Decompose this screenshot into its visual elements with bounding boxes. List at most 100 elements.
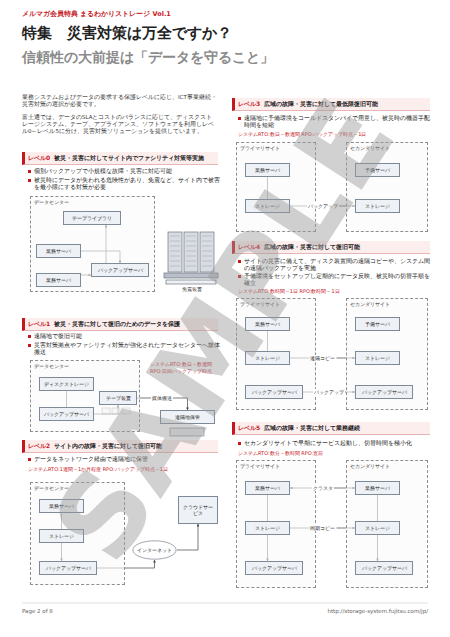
frame-heading: セカンダリサイト — [350, 145, 390, 151]
node-text: ストレージ — [255, 355, 280, 361]
footer-url: http://storage-system.fujitsu.com/jp/ — [280, 608, 428, 615]
device-box: ストレージ — [245, 199, 290, 213]
node-text: バックアップサーバ — [44, 411, 89, 417]
site-frame: セカンダリサイト業務サーバストレージバックアップサーバ — [346, 460, 428, 588]
level-header-bar: レベル1 被災・災害に対して復旧のためのデータを保護 — [22, 318, 218, 331]
level-tag: レベル1 — [28, 320, 50, 327]
node-text: 業務サーバ — [365, 485, 390, 491]
device-box: 業務サーバ — [245, 317, 290, 331]
node-text: ストレージ — [365, 355, 390, 361]
rto-note: システムRTO:数日～数週間 RPO:前回バックアップ時点 — [150, 361, 216, 374]
site-frame: データセンター業務サーバストレージバックアップサーバ — [30, 482, 125, 585]
node-text: 遠隔地保管 — [175, 414, 200, 420]
node-text: インターネット — [137, 547, 172, 553]
device-box: ストレージ — [355, 351, 400, 365]
device-box: バックアップサーバ — [355, 385, 413, 399]
node-text: バックアップサーバ — [252, 565, 297, 571]
rto-note: システムRTO:数分～数時間 RPO:直前 — [238, 450, 428, 457]
seismic-rack — [164, 232, 218, 284]
frame-heading: データセンター — [34, 199, 69, 205]
service-box: クラウドサービス — [178, 496, 218, 524]
node-text: バックアップサーバ — [46, 565, 91, 571]
bullet-text: 個別バックアップで小規模な故障・災害に対応可能 — [28, 168, 224, 175]
node-text: テープ装置 — [106, 395, 131, 401]
level-title: 被災・災害に対してサイト内でファシリティ対策等実施 — [54, 154, 204, 161]
rto-note: システムRTO:1週間～1か月程度 RPO:バックアップ時点～1日 — [28, 466, 218, 473]
bullet-text: 遠隔地で復旧可能 — [28, 333, 224, 340]
rto-note: システムRTO:数時間～1日 RPO:数時間～1日 — [238, 288, 428, 295]
device-box: 業務サーバ — [355, 481, 400, 495]
bullet-text: データをネットワーク経由で遠隔地に保管 — [28, 456, 224, 463]
connector-label: 媒体搬送 — [151, 395, 173, 401]
node-text: バックアップサーバ — [252, 389, 297, 395]
site-frame: プライマリサイト業務サーバストレージバックアップサーバ — [236, 298, 316, 410]
device-box: 業務サーバ — [39, 499, 84, 513]
device-box: バックアップサーバ — [39, 561, 97, 575]
intro-text: 富士通では、データのSLAとコストのバランスに応じて、ディスクストレージシステム… — [22, 114, 218, 135]
level-header-bar: レベル3広域の故障・災害に対して最低限復旧可能 — [232, 98, 430, 111]
frame-heading: データセンター — [34, 485, 69, 491]
node-text: テープライブラリ — [72, 215, 112, 221]
device-box: 業務サーバ — [245, 481, 290, 495]
rto-note: システムRTO:数日～数週間 RPO:バックアップ時点～1日 — [238, 131, 428, 138]
device-box: ストレージ — [39, 529, 84, 543]
bullet-text: 災害対策拠点やファシリティ対策が強化されたデータセンターへ媒体搬送 — [28, 342, 224, 356]
network-cloud: インターネット — [132, 540, 177, 560]
device-box: ストレージ — [245, 351, 290, 365]
node-text: 業務サーバ — [255, 167, 280, 173]
level-title: 広域の故障・災害に対して業務継続 — [264, 424, 360, 431]
device-box: ストレージ — [245, 521, 290, 535]
frame-heading: プライマリサイト — [240, 145, 280, 151]
device-box: テープライブラリ — [63, 211, 121, 225]
connector-label: 同期コピー — [309, 525, 336, 531]
device-box: 業務サーバ — [36, 273, 81, 287]
device-box: 予備サーバ — [355, 163, 400, 177]
level-header-bar: レベル5広域の故障・災害に対して業務継続 — [232, 422, 430, 435]
device-box: テープ装置 — [99, 391, 137, 405]
connector-label: クラスタ — [312, 485, 334, 491]
connector-label: 遠隔コピー — [309, 355, 336, 361]
frame-heading: プライマリサイト — [240, 463, 280, 469]
node-text: 業務サーバ — [255, 321, 280, 327]
page-title: 特集 災害対策は万全ですか？ — [22, 24, 232, 44]
header-note: メルマガ会員特典 まるわかりストレージ Vol.1 — [22, 10, 322, 18]
node-text: 予備サーバ — [365, 167, 390, 173]
rack-slots — [170, 236, 212, 266]
node-text: バックアップサーバ — [362, 389, 407, 395]
bullet-text: 被災時にデータが失われる危険性があり、免震など、サイト内で被害を最小限にする対策… — [28, 177, 224, 191]
device-box: バックアップサーバ — [355, 561, 413, 575]
device-box: バックアップサーバ — [245, 385, 303, 399]
node-text: 予備サーバ — [365, 321, 390, 327]
node-text: 業務サーバ — [46, 277, 71, 283]
level-header-bar: レベル2 サイト内の故障・災害に対して復旧可能 — [22, 440, 218, 453]
device-box: ディスクストレージ — [39, 377, 94, 391]
level-tag: レベル2 — [28, 442, 50, 449]
bullet-text: 予備環境をセットアップし定期的にデータ反映、被災時の切替手順を確立 — [238, 273, 434, 287]
site-frame: プライマリサイト業務サーバストレージバックアップサーバ — [236, 460, 316, 588]
device-box: バックアップサーバ — [39, 407, 94, 421]
node-text: ストレージ — [255, 203, 280, 209]
level-title: 被災・災害に対して復旧のためのデータを保護 — [54, 320, 180, 327]
site-frame: セカンダリサイト予備サーバストレージ — [346, 142, 428, 232]
level-title: サイト内の故障・災害に対して復旧可能 — [54, 442, 162, 449]
site-frame: データセンターテープライブラリ業務サーバ業務サーババックアップサーバ — [30, 196, 155, 292]
device-box: 予備サーバ — [355, 317, 400, 331]
connector-label: バックアップ — [313, 389, 345, 395]
device-box: 業務サーバ — [245, 163, 290, 177]
bullet-text: セカンダリサイトで早期にサービス起動し、切替時間を極小化 — [238, 440, 434, 447]
site-frame: データセンターディスクストレージバックアップサーバテープ装置 — [30, 360, 140, 432]
bullet-text: 遠隔地に予備環境をコールドスタンバイで用意し、被災時の機器手配時間を短縮 — [238, 115, 434, 129]
device-box: ストレージ — [355, 521, 400, 535]
node-text: ストレージ — [365, 203, 390, 209]
node-text: 業務サーバ — [46, 248, 71, 254]
device-box: バックアップサーバ — [91, 263, 149, 277]
level-tag: レベル4 — [238, 243, 260, 250]
level-header-bar: レベル4広域の故障・災害に対して復旧可能 — [232, 241, 430, 254]
device-box: ストレージ — [355, 199, 400, 213]
frame-heading: セカンダリサイト — [350, 463, 390, 469]
node-text: クラウドサービス — [182, 504, 214, 517]
site-frame: プライマリサイト業務サーバストレージ — [236, 142, 316, 232]
device-box: バックアップサーバ — [245, 561, 303, 575]
device-box: 遠隔地保管 — [160, 410, 215, 424]
